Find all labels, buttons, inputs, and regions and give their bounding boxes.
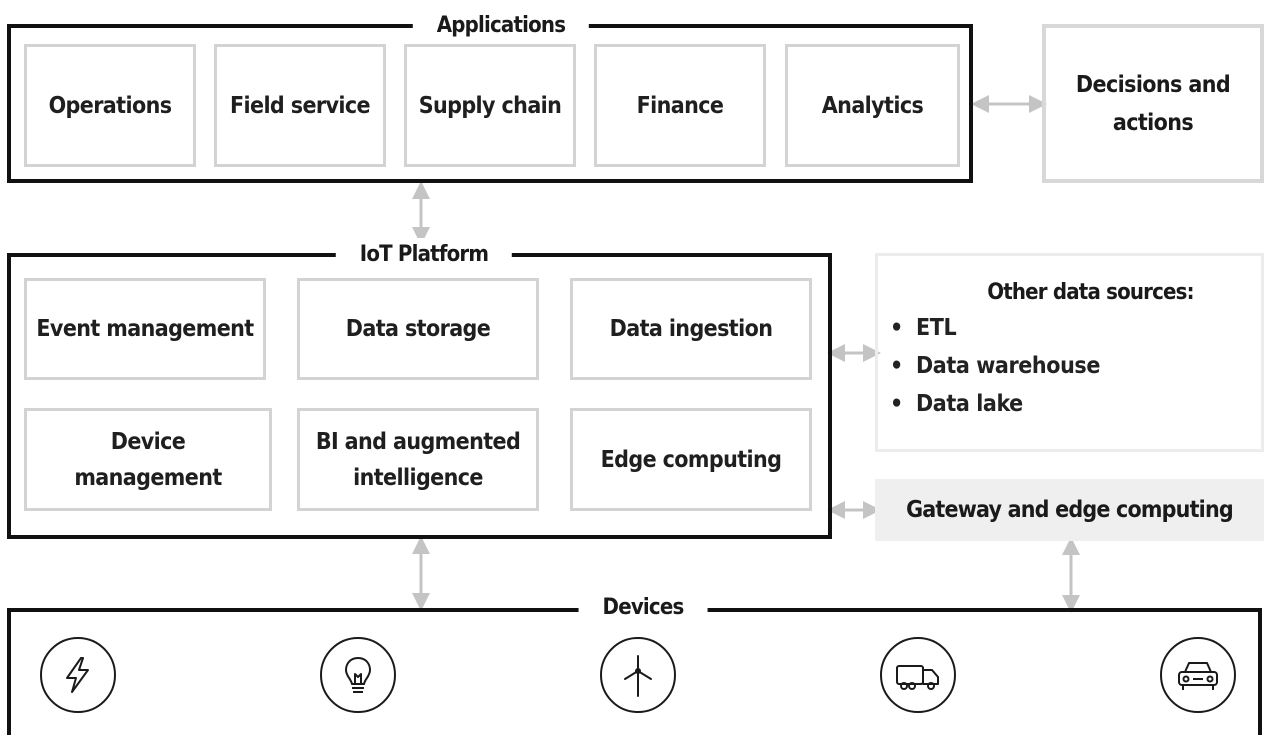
truck-icon: [880, 637, 956, 713]
other-data-sources-box: Other data sources: ETL Data warehouse D…: [875, 253, 1264, 452]
app-supply-chain: Supply chain: [404, 44, 576, 167]
applications-title: Applications: [412, 9, 590, 43]
lightning-bolt-icon: [40, 637, 116, 713]
applications-frame: Applications: [7, 9, 973, 183]
app-analytics: Analytics: [785, 44, 960, 167]
other-source-data-lake: Data lake: [890, 385, 1261, 423]
gateway-edge-computing: Gateway and edge computing: [875, 479, 1264, 541]
iot-platform-frame: IoT Platform: [7, 238, 832, 539]
iot-platform-title: IoT Platform: [335, 238, 513, 272]
other-data-sources-title: Other data sources:: [987, 280, 1194, 305]
devices-frame: Devices: [7, 591, 1262, 735]
platform-data-ingestion: Data ingestion: [570, 278, 812, 380]
platform-data-storage: Data storage: [297, 278, 539, 380]
app-operations: Operations: [24, 44, 196, 167]
other-source-etl: ETL: [890, 309, 1261, 347]
light-bulb-icon: [320, 637, 396, 713]
other-source-data-warehouse: Data warehouse: [890, 347, 1261, 385]
platform-event-management: Event management: [24, 278, 266, 380]
platform-bi-augmented-intelligence: BI and augmented intelligence: [297, 408, 539, 511]
wind-turbine-icon: [600, 637, 676, 713]
platform-device-management: Device management: [24, 408, 272, 511]
car-icon: [1160, 637, 1236, 713]
platform-edge-computing: Edge computing: [570, 408, 812, 511]
app-field-service: Field service: [214, 44, 386, 167]
devices-title: Devices: [578, 591, 708, 625]
decisions-and-actions: Decisions and actions: [1042, 24, 1264, 183]
app-finance: Finance: [594, 44, 766, 167]
